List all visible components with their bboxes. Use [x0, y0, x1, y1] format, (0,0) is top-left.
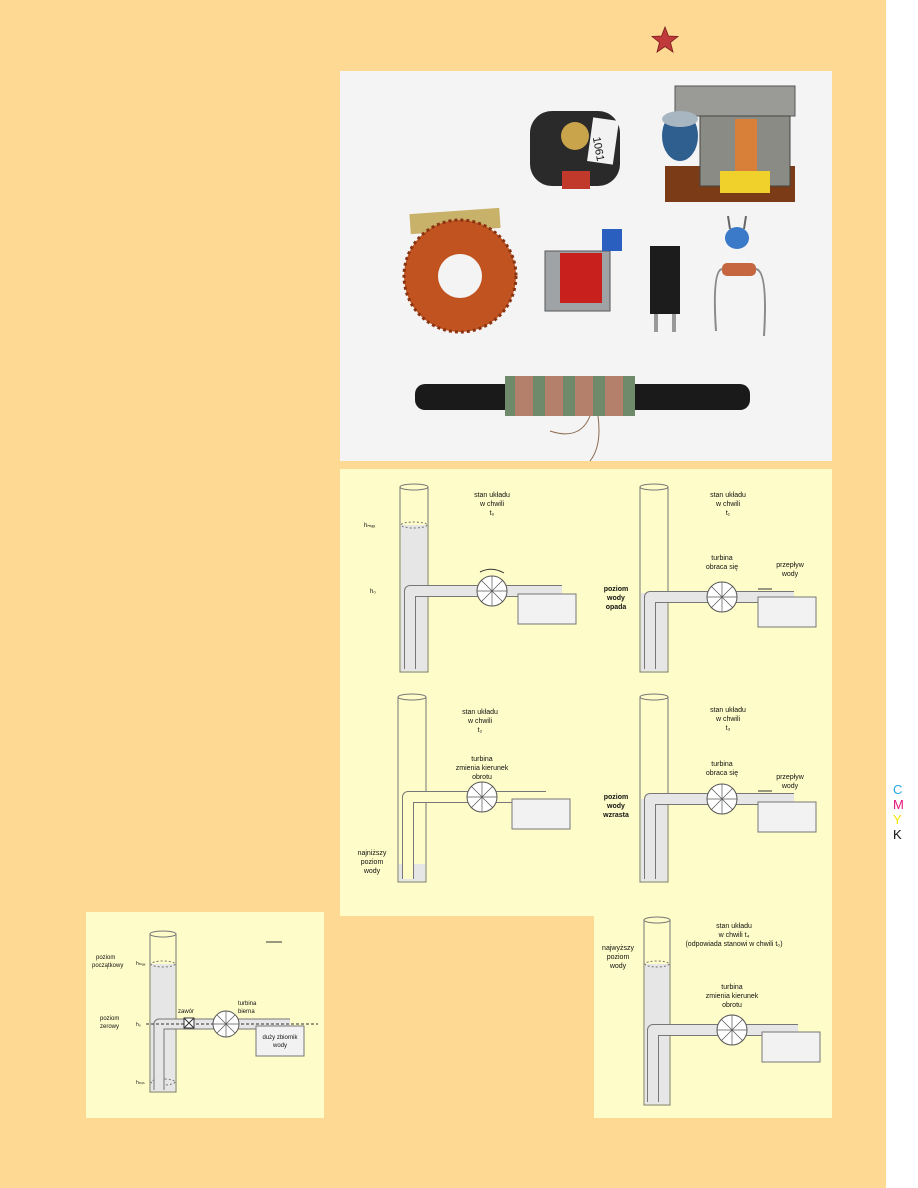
- bead-inductor: [725, 215, 749, 249]
- turbine-label: turbina: [238, 1001, 257, 1007]
- cmyk-c: C: [893, 782, 903, 797]
- cmyk-y: Y: [893, 812, 902, 827]
- turbine-label: turbina: [721, 984, 743, 991]
- cmyk-m: M: [893, 797, 904, 812]
- valve-label: zawór: [178, 1009, 194, 1015]
- level-label: poziom: [607, 954, 630, 961]
- label-h0: h₀: [136, 1022, 141, 1028]
- oscillation-diagram-panel: hₘₐₓ h₀ stan układu w chwili t₀ stan ukł…: [340, 469, 832, 916]
- turbine-label: obraca się: [706, 564, 738, 571]
- level-label: poziom: [361, 859, 384, 866]
- turbine-label: obrotu: [472, 774, 492, 781]
- title-line: w chwili: [479, 501, 505, 508]
- svg-text:1061: 1061: [590, 136, 606, 162]
- state-t3: stan układu w chwili t₃ turbina obraca s…: [602, 693, 817, 883]
- axial-inductor: [713, 263, 766, 337]
- star-icon: [650, 25, 680, 53]
- label-h-max: hₘₐₓ: [364, 523, 375, 529]
- turbine-label: turbina: [711, 761, 733, 768]
- turbine-label: zmienia kierunek: [706, 993, 759, 1000]
- title-line: stan układu: [710, 492, 746, 499]
- turbine-label: turbina: [471, 756, 493, 763]
- title-line: t₃: [726, 725, 731, 732]
- title-line: stan układu: [710, 707, 746, 714]
- tank-label: duży zbiornik: [262, 1035, 298, 1041]
- level-label: wody: [606, 595, 625, 602]
- flow-label: przepływ: [776, 774, 805, 781]
- flow-label: wody: [781, 783, 799, 790]
- level-label: najniższy: [358, 850, 387, 857]
- level-label: najwyższy: [602, 945, 634, 952]
- turbine-label: bierna: [238, 1009, 255, 1015]
- label-h-min: hₘᵢₙ: [136, 1080, 145, 1086]
- level-label: poziom: [100, 1016, 119, 1022]
- transformer: [662, 85, 796, 202]
- level-label: wzrasta: [602, 812, 629, 819]
- flow-label: przepływ: [776, 562, 805, 569]
- title-line: w chwili t₄: [718, 932, 750, 939]
- turbine-label: turbina: [711, 555, 733, 562]
- title-line: (odpowiada stanowi w chwili t₀): [685, 941, 782, 948]
- ferrite-rod-antenna: [415, 376, 750, 462]
- level-label: opada: [606, 604, 627, 611]
- side-strip: [886, 0, 918, 1188]
- state-t1: stan układu w chwili t₁ turbina obraca s…: [604, 483, 817, 673]
- state-t0: hₘₐₓ h₀ stan układu w chwili t₀: [364, 483, 577, 673]
- level-label: początkowy: [92, 963, 123, 969]
- cmyk-k: K: [893, 827, 902, 842]
- level-label: wody: [609, 963, 627, 970]
- level-label: poziom: [604, 794, 629, 801]
- turbine-label: zmienia kierunek: [456, 765, 509, 772]
- shielded-inductor: [650, 246, 680, 332]
- title-line: stan układu: [716, 923, 752, 930]
- level-label: poziom: [604, 586, 629, 593]
- relay-coil: [544, 229, 622, 312]
- level-label: wody: [606, 803, 625, 810]
- label-h-max: hₘₐₓ: [136, 961, 146, 967]
- title-line: w chwili: [467, 718, 493, 725]
- turbine-label: obraca się: [706, 770, 738, 777]
- title-line: w chwili: [715, 716, 741, 723]
- level-label: zerowy: [100, 1024, 119, 1030]
- state-t2: stan układu w chwili t₂ turbina zmienia …: [358, 693, 571, 883]
- label-h0: h₀: [370, 589, 376, 595]
- pot-core-inductor: 1061: [530, 111, 620, 189]
- title-line: t₁: [726, 510, 731, 517]
- state-t4-panel: stan układu w chwili t₄ (odpowiada stano…: [594, 912, 832, 1118]
- toroid-inductor: [402, 207, 518, 334]
- tank-label: wody: [272, 1043, 287, 1049]
- inductors-photo: 1061: [340, 71, 832, 462]
- setup-diagram-panel: poziom początkowy hₘₐₓ poziom zerowy h₀ …: [86, 912, 324, 1118]
- title-line: stan układu: [474, 492, 510, 499]
- level-label: wody: [363, 868, 381, 875]
- title-line: t₀: [490, 510, 495, 517]
- turbine-label: obrotu: [722, 1002, 742, 1009]
- title-line: stan układu: [462, 709, 498, 716]
- level-label: poziom: [96, 955, 115, 961]
- flow-label: wody: [781, 571, 799, 578]
- title-line: w chwili: [715, 501, 741, 508]
- title-line: t₂: [478, 727, 483, 734]
